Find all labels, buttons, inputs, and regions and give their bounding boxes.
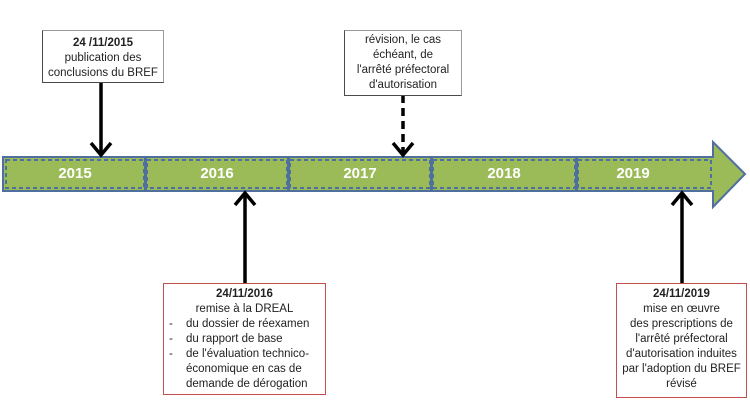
- event-box-2015: 24 /11/2015 publication des conclusions …: [42, 30, 164, 83]
- event-line: l'arrêté préfectoral: [356, 64, 450, 76]
- event-line: d'autorisation induites: [626, 348, 737, 360]
- segment-2015: [5, 159, 145, 189]
- event-line: l'arrêté préfectoral: [635, 333, 728, 345]
- event-line: publication des: [64, 52, 142, 64]
- year-label-2015: 2015: [58, 165, 92, 182]
- event-line: révision, le cas: [364, 34, 442, 46]
- event-line: d'autorisation: [368, 79, 438, 91]
- event-item-continuation: économique en cas de: [186, 363, 302, 375]
- event-intro: remise à la DREAL: [195, 303, 294, 315]
- event-date: 24/11/2019: [653, 288, 710, 300]
- arrow-2015-down: [89, 82, 113, 158]
- year-label-2018: 2018: [487, 165, 521, 182]
- arrow-2017-dashed-down: [391, 95, 415, 158]
- year-label-2016: 2016: [200, 165, 234, 182]
- arrow-2016-up: [233, 190, 257, 283]
- event-line: conclusions du BREF: [48, 67, 158, 79]
- arrow-2019-up: [670, 190, 694, 283]
- event-item-list: du dossier de réexamen du rapport de bas…: [164, 317, 325, 392]
- event-line: révisé: [666, 378, 697, 390]
- year-label-2019: 2019: [616, 165, 650, 182]
- year-label-2017: 2017: [343, 165, 377, 182]
- event-item-continuation: demande de dérogation: [186, 378, 308, 390]
- event-date: 24 /11/2015: [72, 37, 134, 49]
- event-line: mise en œuvre: [643, 303, 720, 315]
- event-line: échéant, de: [372, 49, 434, 61]
- event-box-2016: 24/11/2016 remise à la DREAL du dossier …: [163, 283, 326, 395]
- event-item: du rapport de base: [164, 332, 325, 347]
- event-item: du dossier de réexamen: [164, 317, 325, 332]
- event-line: des prescriptions de: [630, 318, 733, 330]
- event-item: de l'évaluation technico-: [164, 347, 325, 362]
- event-box-2017-revision: révision, le cas échéant, de l'arrêté pr…: [344, 30, 462, 96]
- event-line: par l'adoption du BREF: [622, 363, 741, 375]
- timeline-arrow: [2, 139, 747, 210]
- event-date: 24/11/2016: [216, 288, 273, 300]
- event-box-2019: 24/11/2019 mise en œuvre des prescriptio…: [616, 283, 747, 398]
